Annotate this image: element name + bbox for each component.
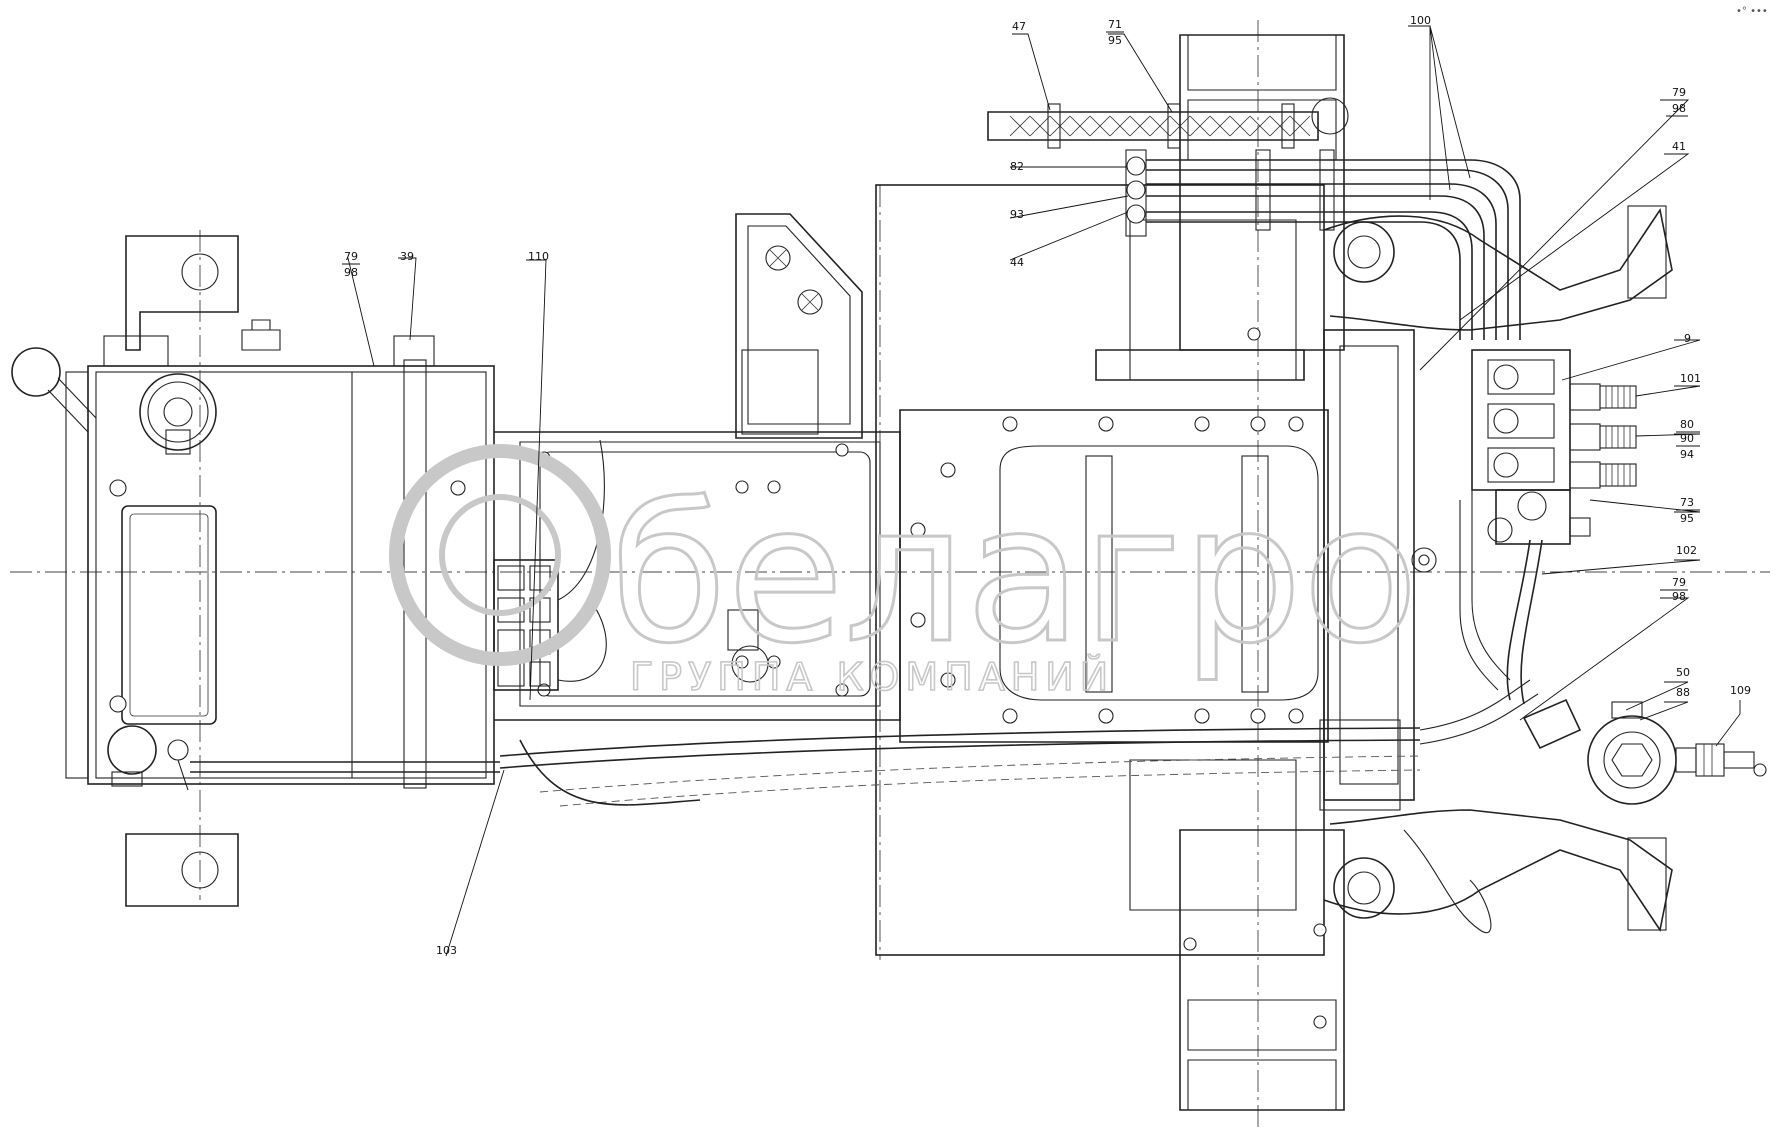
pump-frame bbox=[493, 213, 901, 721]
quick-couplers bbox=[1569, 383, 1637, 489]
oil-tank bbox=[11, 235, 500, 907]
callout-79-b: 79 bbox=[344, 250, 358, 263]
callout-98-c: 98 bbox=[1672, 590, 1686, 603]
rear-axle-housing bbox=[875, 34, 1673, 1111]
top-panel bbox=[987, 103, 1319, 149]
valve-block bbox=[1411, 349, 1637, 573]
callout-110: 110 bbox=[528, 250, 549, 263]
callout-73: 73 bbox=[1680, 496, 1694, 509]
callout-95: 95 bbox=[1108, 34, 1122, 47]
bottom-hoses bbox=[499, 490, 1543, 807]
callout-101: 101 bbox=[1680, 372, 1701, 385]
callout-labels: 47 71 95 100 79 98 41 82 93 44 79 98 39 … bbox=[342, 14, 1751, 957]
callout-100: 100 bbox=[1410, 14, 1431, 27]
callout-98-b: 98 bbox=[344, 266, 358, 279]
callout-93: 93 bbox=[1010, 208, 1024, 221]
callout-71: 71 bbox=[1108, 18, 1122, 31]
callout-98-a: 98 bbox=[1672, 102, 1686, 115]
swivel-fitting bbox=[1522, 698, 1767, 805]
housing-bolts bbox=[910, 416, 1304, 724]
watermark: белагро ГРУППА КОМПАНИЙ bbox=[389, 444, 1420, 700]
callout-103: 103 bbox=[436, 944, 457, 957]
callout-79-a: 79 bbox=[1672, 86, 1686, 99]
corner-mark: •° ••• bbox=[1736, 6, 1768, 17]
callout-109: 109 bbox=[1730, 684, 1751, 697]
callout-88: 88 bbox=[1676, 686, 1690, 699]
callout-94: 94 bbox=[1680, 448, 1694, 461]
watermark-tagline: ГРУППА КОМПАНИЙ bbox=[630, 655, 1114, 699]
callout-80: 80 bbox=[1680, 418, 1694, 431]
callout-79-c: 79 bbox=[1672, 576, 1686, 589]
callout-90: 90 bbox=[1680, 432, 1694, 445]
callout-47: 47 bbox=[1012, 20, 1026, 33]
callout-41: 41 bbox=[1672, 140, 1686, 153]
callout-44: 44 bbox=[1010, 256, 1024, 269]
top-hoses bbox=[1125, 149, 1521, 340]
callout-102: 102 bbox=[1676, 544, 1697, 557]
callout-39: 39 bbox=[400, 250, 414, 263]
callout-50: 50 bbox=[1676, 666, 1690, 679]
watermark-brand: белагро bbox=[610, 464, 1419, 685]
callout-9: 9 bbox=[1684, 332, 1691, 345]
callout-82: 82 bbox=[1010, 160, 1024, 173]
callout-95-b: 95 bbox=[1680, 512, 1694, 525]
